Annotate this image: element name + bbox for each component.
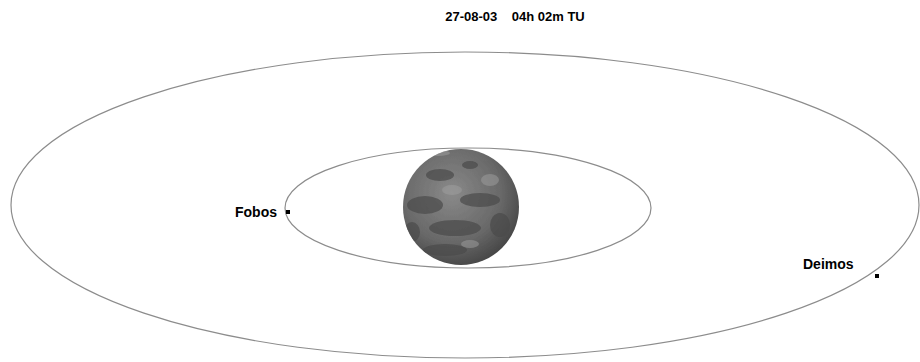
fobos-dot: [286, 210, 290, 214]
mars-globe: [403, 149, 519, 265]
moon-label: Fobos: [235, 205, 277, 219]
deimos-orbit: [11, 52, 919, 358]
moon-label: Deimos: [803, 257, 854, 271]
deimos-dot: [875, 274, 879, 278]
date-time-title: 27-08-03 04h 02m TU: [445, 10, 584, 23]
fobos-orbit: [285, 148, 651, 268]
